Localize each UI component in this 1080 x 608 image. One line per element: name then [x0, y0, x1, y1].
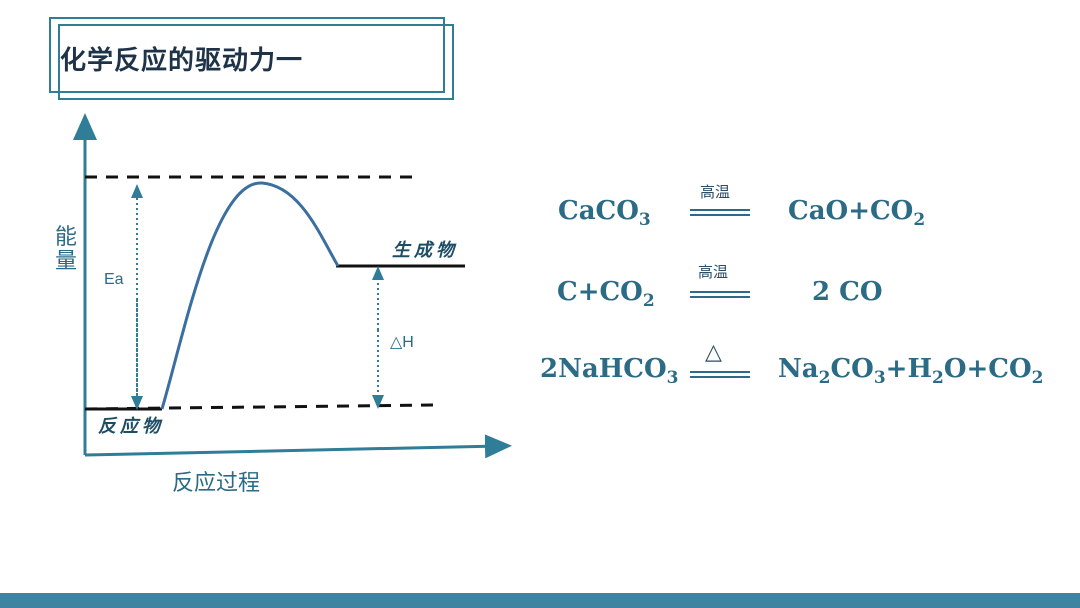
x-axis — [84, 434, 512, 459]
eq2-rhs: 2 CO — [812, 277, 883, 307]
product-label: 生成物 — [392, 240, 458, 261]
eq1-rhs: CaO+CO2 — [788, 196, 926, 230]
eq1-lhs: CaCO3 — [558, 196, 651, 230]
title-frame-shadow — [58, 24, 454, 100]
ea-label: Ea — [104, 271, 124, 288]
reaction-curve — [160, 181, 340, 410]
title-frame — [49, 17, 445, 93]
eq2-equals — [690, 291, 750, 298]
page-title: 化学反应的驱动力一 — [60, 46, 304, 76]
y-axis-label: 能量 — [54, 225, 77, 274]
bottom-bar — [0, 593, 1080, 608]
x-axis-label: 反应过程 — [172, 471, 260, 496]
eq3-rhs: Na2CO3+H2O+CO2 — [778, 354, 1044, 388]
eq3-lhs: 2NaHCO3 — [540, 354, 679, 388]
eq3-equals — [690, 371, 750, 378]
eq3-condition: △ — [705, 340, 722, 365]
dh-label: △H — [390, 334, 414, 351]
eq1-equals — [690, 209, 750, 216]
eq2-condition: 高温 — [698, 263, 729, 281]
eq1-condition: 高温 — [700, 183, 731, 201]
reactant-level-dash — [84, 403, 436, 411]
reactant-label: 反应物 — [98, 416, 164, 437]
eq2-lhs: C+CO2 — [557, 277, 655, 311]
